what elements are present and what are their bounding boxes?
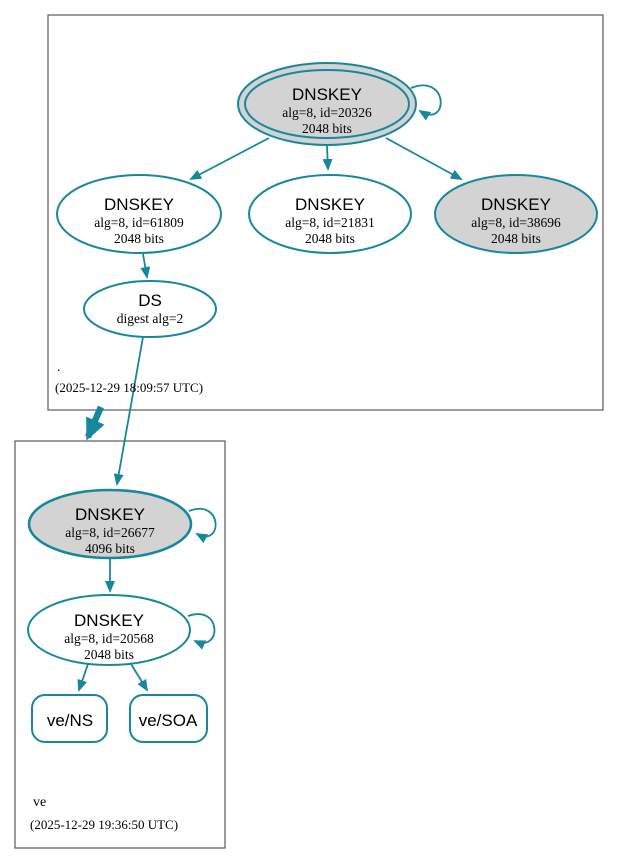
node-rrset-ve-soa-label: ve/SOA	[139, 711, 198, 730]
node-dnskey-38696-alg: alg=8, id=38696	[471, 215, 561, 230]
zone-label-root: .	[57, 360, 61, 375]
node-dnskey-26677-alg: alg=8, id=26677	[65, 525, 155, 540]
node-dnskey-20326-bits: 2048 bits	[302, 121, 352, 136]
node-dnskey-20568-alg: alg=8, id=20568	[64, 631, 154, 646]
edge-zsk61809-to-ds	[140, 253, 151, 279]
node-dnskey-38696-title: DNSKEY	[481, 195, 551, 214]
node-dnskey-61809-bits: 2048 bits	[114, 231, 164, 246]
node-dnskey-38696-bits: 2048 bits	[491, 231, 541, 246]
node-dnskey-26677-bits: 4096 bits	[85, 541, 135, 556]
node-dnskey-20326-title: DNSKEY	[292, 85, 362, 104]
edge-zsk20568-to-ns	[77, 663, 89, 692]
node-ds-title: DS	[138, 291, 162, 310]
zone-label-ve: ve	[33, 795, 46, 810]
node-ds-digest: digest alg=2	[117, 311, 183, 326]
node-dnskey-26677-title: DNSKEY	[75, 505, 145, 524]
node-dnskey-21831-bits: 2048 bits	[305, 231, 355, 246]
edge-zsk20568-self-loop	[187, 613, 216, 650]
node-dnskey-20326-alg: alg=8, id=20326	[282, 105, 372, 120]
node-dnskey-21831-alg: alg=8, id=21831	[285, 215, 374, 230]
node-dnskey-61809-alg: alg=8, id=61809	[94, 215, 184, 230]
node-dnskey-20326-inner	[244, 69, 410, 139]
node-dnskey-61809-title: DNSKEY	[104, 195, 174, 214]
node-rrset-ve-ns	[31, 694, 108, 743]
node-dnskey-38696	[434, 174, 598, 254]
edge-zsk20568-to-soa	[130, 663, 149, 692]
node-dnskey-20568	[27, 594, 191, 666]
zone-timestamp-ve: (2025-12-29 19:36:50 UTC)	[30, 817, 178, 832]
edge-root-to-ve-delegation	[85, 405, 105, 441]
edge-ksk20326-to-zsk38696	[385, 137, 463, 180]
zone-timestamp-root: (2025-12-29 18:09:57 UTC)	[55, 380, 203, 395]
node-dnskey-26677	[27, 488, 193, 560]
node-rrset-ve-ns-label: ve/NS	[47, 711, 93, 730]
zone-box-root	[47, 14, 604, 411]
node-dnskey-20568-bits: 2048 bits	[84, 647, 134, 662]
edge-ds-to-ksk26677	[113, 336, 144, 486]
edge-ksk20326-to-zsk21831	[322, 145, 333, 171]
node-ds-root	[83, 280, 217, 338]
node-dnskey-21831	[248, 174, 412, 254]
edge-ksk20326-self-loop	[410, 84, 442, 121]
node-dnskey-20326-outer	[237, 62, 417, 146]
zone-box-ve	[14, 440, 226, 849]
node-dnskey-21831-title: DNSKEY	[295, 195, 365, 214]
node-dnskey-20568-title: DNSKEY	[74, 611, 144, 630]
node-dnskey-61809	[56, 174, 222, 254]
node-rrset-ve-soa	[129, 694, 208, 743]
edge-ksk26677-self-loop	[188, 508, 217, 544]
edge-ksk20326-to-zsk61809	[189, 137, 270, 180]
